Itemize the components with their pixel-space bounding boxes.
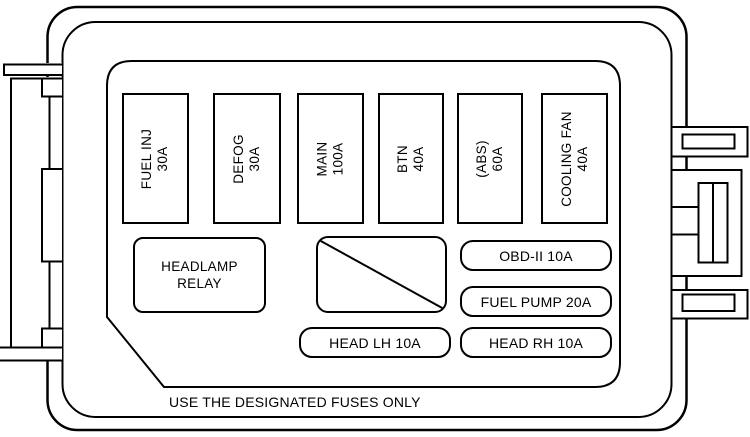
fuse-name: (ABS) <box>473 139 489 178</box>
right-connector <box>670 126 749 320</box>
fuse-name: MAIN <box>314 141 330 176</box>
fuse-defog: DEFOG 30A <box>213 93 281 224</box>
headlamp-relay: HEADLAMP RELAY <box>133 237 266 313</box>
fuse-amp: 30A <box>155 146 171 171</box>
left-mount-bracket <box>0 63 63 362</box>
relay-label-line2: RELAY <box>177 276 222 291</box>
fuse-amp: 100A <box>330 142 346 175</box>
fuse-panel-outline <box>106 60 621 388</box>
fuse-fuel-inj: FUEL INJ 30A <box>122 93 189 224</box>
right-connector-body <box>670 169 743 277</box>
fuse-cooling-fan: COOLING FAN 40A <box>541 93 608 224</box>
fuse-amp: 40A <box>574 146 590 171</box>
spare-slot <box>316 236 447 313</box>
fuse-label: HEAD RH 10A <box>488 334 583 351</box>
fuse-name: BTN <box>395 144 410 173</box>
fuse-fuel-pump: FUEL PUMP 20A <box>460 286 612 317</box>
fuse-name: COOLING FAN <box>558 110 574 207</box>
fuse-head-rh: HEAD RH 10A <box>460 327 612 358</box>
fuse-head-lh: HEAD LH 10A <box>299 327 451 358</box>
fuse-abs: (ABS) 60A <box>457 93 523 224</box>
fuse-name: DEFOG <box>230 133 246 184</box>
fuse-label: FUEL PUMP 20A <box>480 293 592 310</box>
fuse-label: OBD-II 10A <box>499 247 573 264</box>
fuse-label: HEAD LH 10A <box>329 334 421 351</box>
fuse-amp: 40A <box>411 146 426 171</box>
caption: USE THE DESIGNATED FUSES ONLY <box>169 394 421 410</box>
fuse-amp: 30A <box>246 146 262 171</box>
fuse-amp: 60A <box>489 146 505 171</box>
fuse-obd-ii: OBD-II 10A <box>460 240 612 271</box>
fuse-btn: BTN 40A <box>378 93 444 224</box>
spare-diagonal-line <box>318 239 445 310</box>
fuse-name: FUEL INJ <box>139 128 155 189</box>
relay-label-line1: HEADLAMP <box>161 259 238 274</box>
fuse-main: MAIN 100A <box>297 93 364 224</box>
